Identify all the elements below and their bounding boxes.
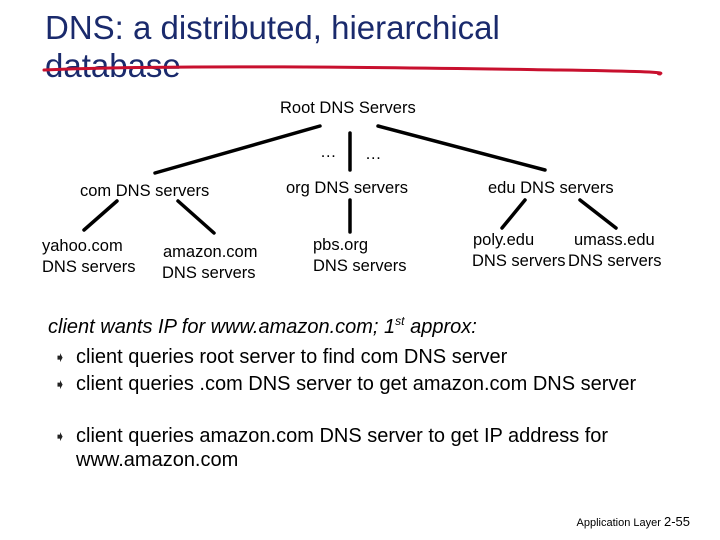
ellipsis-left: … [320, 143, 337, 161]
bullet-text: client queries .com DNS server to get am… [76, 373, 637, 395]
org-dns-servers-label: org DNS servers [286, 179, 408, 197]
com-dns-servers-label: com DNS servers [80, 182, 210, 200]
arrow-bullet-icon: ➧ [54, 376, 66, 392]
edu-to-poly-line [500, 198, 527, 230]
yahoo-dns-label: DNS servers [42, 258, 136, 276]
pbs-dns-label: DNS servers [313, 257, 407, 275]
ellipsis-right: … [365, 145, 382, 163]
edu-dns-servers-label: edu DNS servers [488, 179, 614, 197]
umass-dns-label: DNS servers [568, 252, 662, 270]
pbs-domain: pbs.org [313, 236, 369, 254]
bullet-text: client queries root server to find com D… [76, 346, 508, 368]
root-to-edu-line [376, 124, 547, 172]
umass-domain: umass.edu [574, 231, 655, 249]
bullet-text: client queries amazon.com DNS server to … [76, 425, 609, 471]
footer-label: Application Layer [576, 517, 661, 529]
client-wants-text: client wants IP for www.amazon.com; 1 [48, 316, 396, 338]
client-wants-suffix: approx: [404, 316, 477, 338]
amazon-domain: amazon.com [163, 243, 258, 261]
umass-dns-servers: umass.edu DNS servers [568, 230, 662, 272]
yahoo-dns-servers: yahoo.com DNS servers [42, 236, 136, 278]
com-to-amazon-line [176, 199, 216, 235]
root-to-com-line [153, 124, 322, 175]
yahoo-domain: yahoo.com [42, 237, 123, 255]
pbs-dns-servers: pbs.org DNS servers [313, 235, 407, 277]
page-number: 2-55 [663, 514, 690, 529]
com-to-yahoo-line [82, 199, 119, 232]
amazon-dns-servers: amazon.com DNS servers [162, 242, 257, 284]
slide-footer: Application Layer 2-55 [577, 514, 690, 529]
amazon-dns-label: DNS servers [162, 264, 256, 282]
client-wants-sup: st [395, 314, 405, 328]
arrow-bullet-icon: ➧ [54, 428, 66, 444]
client-wants-heading: client wants IP for www.amazon.com; 1st … [48, 314, 477, 339]
poly-dns-label: DNS servers [472, 252, 566, 270]
edu-to-umass-line [578, 198, 618, 230]
root-dns-servers-label: Root DNS Servers [280, 99, 416, 117]
arrow-bullet-icon: ➧ [54, 349, 66, 365]
poly-dns-servers: poly.edu DNS servers [472, 230, 566, 272]
poly-domain: poly.edu [473, 231, 535, 249]
